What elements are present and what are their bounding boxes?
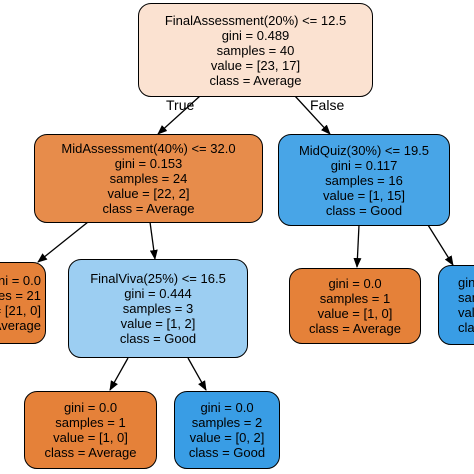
- node-mid-quiz: MidQuiz(30%) <= 19.5 gini = 0.117 sample…: [278, 134, 450, 226]
- node-leaf-average-final-viva-samples: samples = 1: [55, 415, 126, 430]
- node-final-viva: FinalViva(25%) <= 16.5 gini = 0.444 samp…: [68, 259, 248, 358]
- edge-root-to-mid-assessment: [157, 95, 201, 135]
- node-leaf-average-mid-quiz-value: value = [1, 0]: [317, 306, 393, 321]
- edge-mid-quiz-to-leaf-average: [353, 224, 362, 268]
- node-leaf-right-cut-gini: gini: [458, 275, 474, 290]
- node-leaf-right-cut-value: valu: [458, 305, 474, 320]
- node-leaf-good-final-viva-value: value = [0, 2]: [189, 430, 265, 445]
- edge-mid-assessment-to-final-viva: [149, 221, 158, 260]
- node-mid-assessment-value: value = [22, 2]: [107, 186, 190, 201]
- node-leaf-average-final-viva-value: value = [1, 0]: [53, 430, 128, 445]
- node-leaf-left-cut-class: class = Average: [0, 318, 41, 333]
- node-leaf-good-final-viva-samples: samples = 2: [191, 415, 263, 430]
- node-leaf-average-final-viva-class: class = Average: [44, 445, 137, 460]
- node-mid-quiz-gini: gini = 0.117: [330, 157, 398, 173]
- edge-final-viva-to-leaf-good: [187, 357, 207, 391]
- node-mid-assessment-split: MidAssessment(40%) <= 32.0: [61, 141, 236, 156]
- node-leaf-average-mid-quiz-gini: gini = 0.0: [328, 276, 382, 291]
- node-mid-quiz-split: MidQuiz(30%) <= 19.5: [298, 142, 430, 158]
- node-final-viva-split: FinalViva(25%) <= 16.5: [90, 271, 226, 286]
- node-mid-quiz-class: class = Good: [325, 202, 403, 218]
- node-leaf-average-mid-quiz: gini = 0.0 samples = 1 value = [1, 0] cl…: [289, 268, 421, 344]
- node-root-gini: gini = 0.489: [221, 27, 290, 43]
- branch-label-true: True: [166, 97, 195, 113]
- edge-final-viva-to-leaf-average: [109, 357, 129, 391]
- node-leaf-good-final-viva-gini: gini = 0.0: [200, 400, 254, 415]
- node-final-viva-samples: samples = 3: [122, 301, 194, 316]
- node-leaf-left-cut-gini: gini = 0.0: [0, 273, 41, 288]
- branch-label-false: False: [310, 97, 345, 113]
- node-mid-assessment: MidAssessment(40%) <= 32.0 gini = 0.153 …: [34, 134, 263, 223]
- node-leaf-good-final-viva: gini = 0.0 samples = 2 value = [0, 2] cl…: [174, 391, 280, 469]
- node-final-viva-value: value = [1, 2]: [120, 316, 196, 331]
- node-leaf-average-mid-quiz-samples: samples = 1: [319, 291, 391, 306]
- node-mid-assessment-samples: samples = 24: [109, 171, 188, 186]
- node-leaf-right-cut: gini sam valu class: [438, 265, 474, 345]
- node-mid-quiz-samples: samples = 16: [325, 172, 403, 188]
- node-mid-assessment-class: class = Average: [102, 201, 195, 216]
- node-leaf-left-cut: gini = 0.0 samples = 21 value = [21, 0] …: [0, 262, 46, 344]
- edge-mid-quiz-to-leaf-right: [427, 224, 454, 266]
- node-final-viva-gini: gini = 0.444: [124, 286, 192, 301]
- node-leaf-average-final-viva: gini = 0.0 samples = 1 value = [1, 0] cl…: [24, 391, 157, 469]
- node-leaf-left-cut-value: value = [21, 0]: [0, 303, 41, 318]
- node-mid-quiz-value: value = [1, 15]: [322, 187, 406, 203]
- node-root-samples: samples = 40: [216, 42, 295, 58]
- node-final-viva-class: class = Good: [119, 331, 197, 346]
- node-leaf-good-final-viva-class: class = Good: [188, 445, 266, 460]
- node-leaf-average-mid-quiz-class: class = Average: [309, 321, 401, 336]
- node-leaf-right-cut-samples: sam: [458, 290, 474, 305]
- node-root: FinalAssessment(20%) <= 12.5 gini = 0.48…: [138, 3, 373, 97]
- node-leaf-right-cut-class: class: [458, 320, 474, 335]
- node-leaf-left-cut-samples: samples = 21: [0, 288, 41, 303]
- edge-mid-assessment-to-leaf-left: [37, 221, 89, 263]
- node-root-split: FinalAssessment(20%) <= 12.5: [164, 12, 347, 28]
- node-leaf-average-final-viva-gini: gini = 0.0: [63, 400, 118, 415]
- node-root-class: class = Average: [209, 72, 302, 88]
- node-mid-assessment-gini: gini = 0.153: [114, 156, 183, 171]
- node-root-value: value = [23, 17]: [210, 57, 301, 73]
- edge-root-to-mid-quiz: [294, 95, 331, 135]
